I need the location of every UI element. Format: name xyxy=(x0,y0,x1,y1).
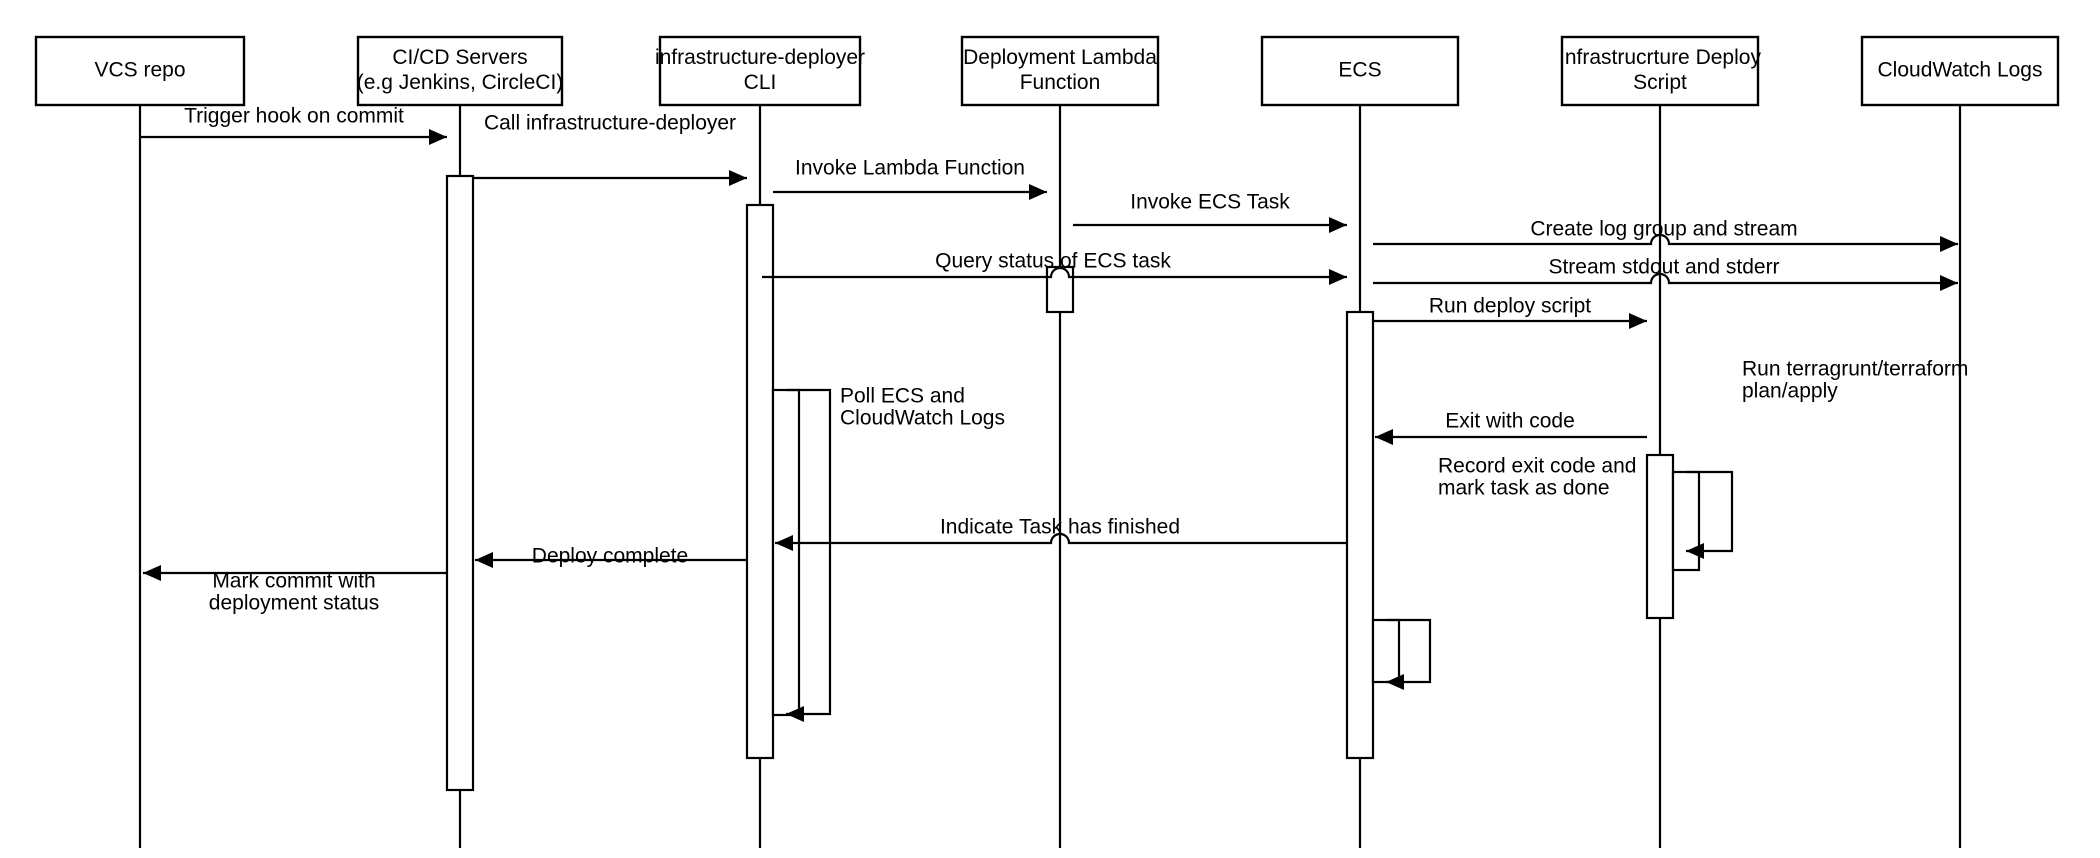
arrowhead-m6 xyxy=(1329,269,1347,285)
message-label-m9: Run terragrunt/terraform xyxy=(1742,358,1968,381)
participant-box-lambda xyxy=(960,35,1160,107)
message-m3[interactable]: Invoke Lambda Function xyxy=(773,157,1047,200)
participants-layer: VCS repo CI/CD Servers(e.g Jenkins, Circl… xyxy=(34,35,2060,107)
message-label-m3: Invoke Lambda Function xyxy=(795,157,1025,180)
arrowhead-m15 xyxy=(143,565,161,581)
activation-act-ecs-record xyxy=(1371,618,1401,684)
message-label-m10: CloudWatch Logs xyxy=(840,407,1005,430)
arrowhead-m9 xyxy=(1686,543,1704,559)
arrowhead-m5 xyxy=(1940,236,1958,252)
activation-act-script xyxy=(1645,453,1675,620)
participant-box-script xyxy=(1560,35,1760,107)
message-label-m9: plan/apply xyxy=(1742,380,1838,403)
participant-label-cli: infrastructure-deployer xyxy=(655,46,865,69)
message-label-m12: mark task as done xyxy=(1438,477,1610,500)
message-m11[interactable]: Exit with code xyxy=(1375,410,1647,445)
message-label-m15: Mark commit with xyxy=(212,570,375,593)
participant-cwlogs[interactable]: CloudWatch Logs xyxy=(1860,35,2060,107)
message-path-m7 xyxy=(1373,272,1958,285)
participant-label-cwlogs: CloudWatch Logs xyxy=(1878,59,2043,82)
participant-label-script: Infrastrucrture Deploy xyxy=(1559,46,1761,69)
message-label-m13: Indicate Task has finished xyxy=(940,516,1180,539)
message-path-m10 xyxy=(786,388,832,716)
message-label-m5: Create log group and stream xyxy=(1530,218,1797,241)
message-label-m7: Stream stdout and stderr xyxy=(1548,256,1779,279)
arrowhead-m2 xyxy=(729,170,747,186)
activation-act-cicd xyxy=(445,174,475,792)
participant-label-ecs: ECS xyxy=(1338,59,1381,82)
arrowhead-m8 xyxy=(1629,313,1647,329)
messages-layer: Trigger hook on commit Call infrastructur… xyxy=(141,105,1968,722)
participant-cicd[interactable]: CI/CD Servers(e.g Jenkins, CircleCI) xyxy=(356,35,564,107)
arrowhead-m4 xyxy=(1329,217,1347,233)
message-label-m6: Query status of ECS task xyxy=(935,250,1171,273)
message-path-m9 xyxy=(1686,470,1734,553)
participant-box-ecs xyxy=(1260,35,1460,107)
message-m7[interactable]: Stream stdout and stderr xyxy=(1373,256,1958,291)
arrowhead-m13 xyxy=(775,535,793,551)
arrowhead-m1 xyxy=(429,129,447,145)
participant-label-lambda: Deployment Lambda xyxy=(963,46,1157,69)
arrowhead-m12 xyxy=(1386,674,1404,690)
message-m13[interactable]: Indicate Task has finished xyxy=(775,516,1347,551)
activations-layer xyxy=(445,174,1701,792)
participant-box-cicd xyxy=(356,35,564,107)
participant-label-script: Script xyxy=(1633,71,1687,94)
message-label-m4: Invoke ECS Task xyxy=(1130,191,1290,214)
message-label-m15: deployment status xyxy=(209,592,379,615)
arrowhead-m10 xyxy=(786,706,804,722)
participant-label-cicd: CI/CD Servers xyxy=(392,46,527,69)
arrowhead-m14 xyxy=(475,552,493,568)
message-m1[interactable]: Trigger hook on commit xyxy=(141,105,447,145)
activation-act-script-tg xyxy=(1671,470,1701,572)
message-m4[interactable]: Invoke ECS Task xyxy=(1073,191,1347,233)
message-label-m10: Poll ECS and xyxy=(840,385,965,408)
message-m6[interactable]: Query status of ECS task xyxy=(762,250,1347,285)
participant-vcs[interactable]: VCS repo xyxy=(34,35,246,107)
participant-label-cicd: (e.g Jenkins, CircleCI) xyxy=(357,71,564,94)
message-m5[interactable]: Create log group and stream xyxy=(1373,218,1958,252)
arrowhead-m3 xyxy=(1029,184,1047,200)
message-path-m5 xyxy=(1373,233,1958,246)
participant-box-cwlogs xyxy=(1860,35,2060,107)
message-label-m8: Run deploy script xyxy=(1429,295,1591,318)
arrowhead-m7 xyxy=(1940,275,1958,291)
participant-label-lambda: Function xyxy=(1020,71,1101,94)
activation-act-ecs xyxy=(1345,310,1375,760)
message-path-m13 xyxy=(775,532,1347,545)
message-m2[interactable]: Call infrastructure-deployer xyxy=(473,112,747,186)
participant-box-cli xyxy=(658,35,862,107)
message-label-m11: Exit with code xyxy=(1445,410,1575,433)
message-m8[interactable]: Run deploy script xyxy=(1373,295,1647,329)
participant-label-cli: CLI xyxy=(744,71,777,94)
activation-act-cli-poll xyxy=(771,388,801,717)
message-m14[interactable]: Deploy complete xyxy=(475,545,747,568)
message-path-m12 xyxy=(1386,618,1432,684)
participant-label-vcs: VCS repo xyxy=(94,59,185,82)
message-label-m12: Record exit code and xyxy=(1438,455,1636,478)
message-label-m1: Trigger hook on commit xyxy=(184,105,404,128)
message-label-m2: Call infrastructure-deployer xyxy=(484,112,736,135)
activation-act-cli xyxy=(745,203,775,760)
participant-ecs[interactable]: ECS xyxy=(1260,35,1460,107)
participant-box-vcs xyxy=(34,35,246,107)
arrowhead-m11 xyxy=(1375,429,1393,445)
message-label-m14: Deploy complete xyxy=(532,545,688,568)
message-path-m6 xyxy=(762,266,1347,279)
